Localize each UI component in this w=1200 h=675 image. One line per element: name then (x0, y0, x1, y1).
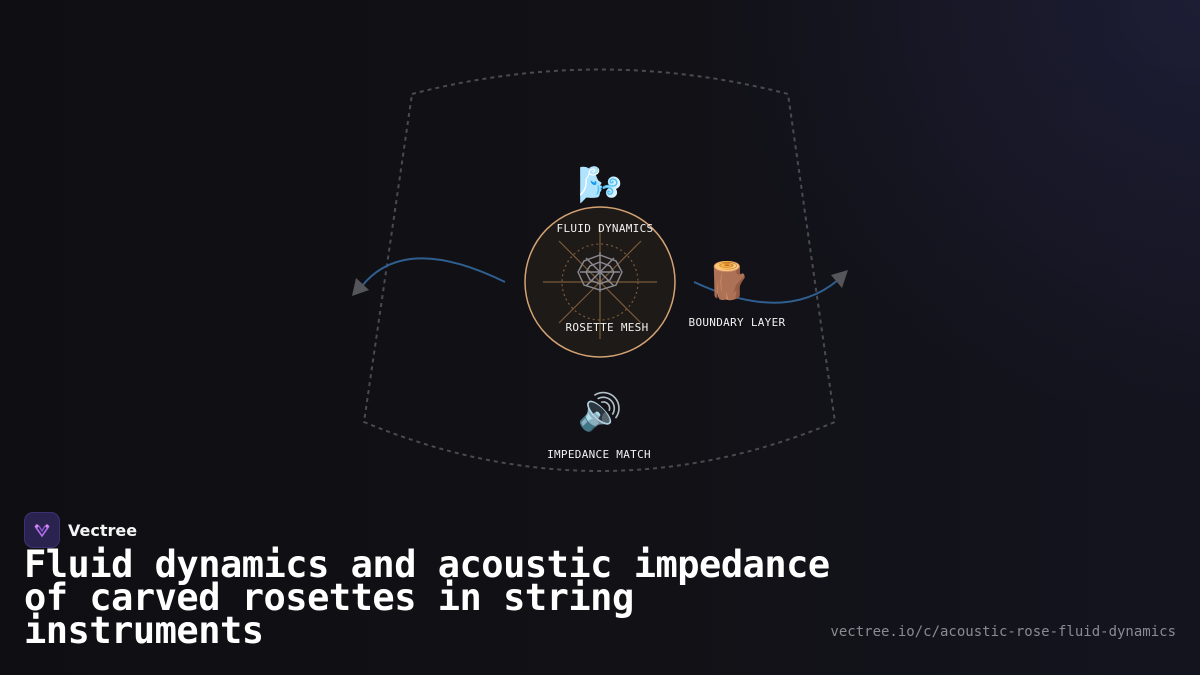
brand: Vectree (24, 512, 137, 548)
dashing-away-wind-icon: 🌬️ (577, 165, 623, 206)
brand-name: Vectree (68, 520, 138, 540)
right-arrow (693, 279, 839, 304)
boundary-layer-label: BOUNDARY LAYER (688, 316, 786, 329)
rosette-mesh-label: ROSETTE MESH (565, 321, 649, 334)
vectree-logo-icon (24, 512, 60, 548)
page-title: Fluid dynamics and acoustic impedance of… (24, 543, 830, 652)
left-arrow (361, 257, 506, 287)
wood-log-icon: 🪵 (705, 261, 751, 302)
fluid-dynamics-label: FLUID DYNAMICS (556, 222, 654, 235)
dashed-outline (362, 68, 837, 472)
source-url: vectree.io/c/acoustic-rose-fluid-dynamic… (830, 624, 1176, 640)
right-arrowhead (831, 270, 848, 288)
left-arrowhead (352, 278, 369, 296)
speaker-high-volume-icon: 🔊 (577, 392, 623, 433)
spider-web-icon (577, 252, 623, 292)
impedance-match-label: IMPEDANCE MATCH (547, 448, 651, 461)
